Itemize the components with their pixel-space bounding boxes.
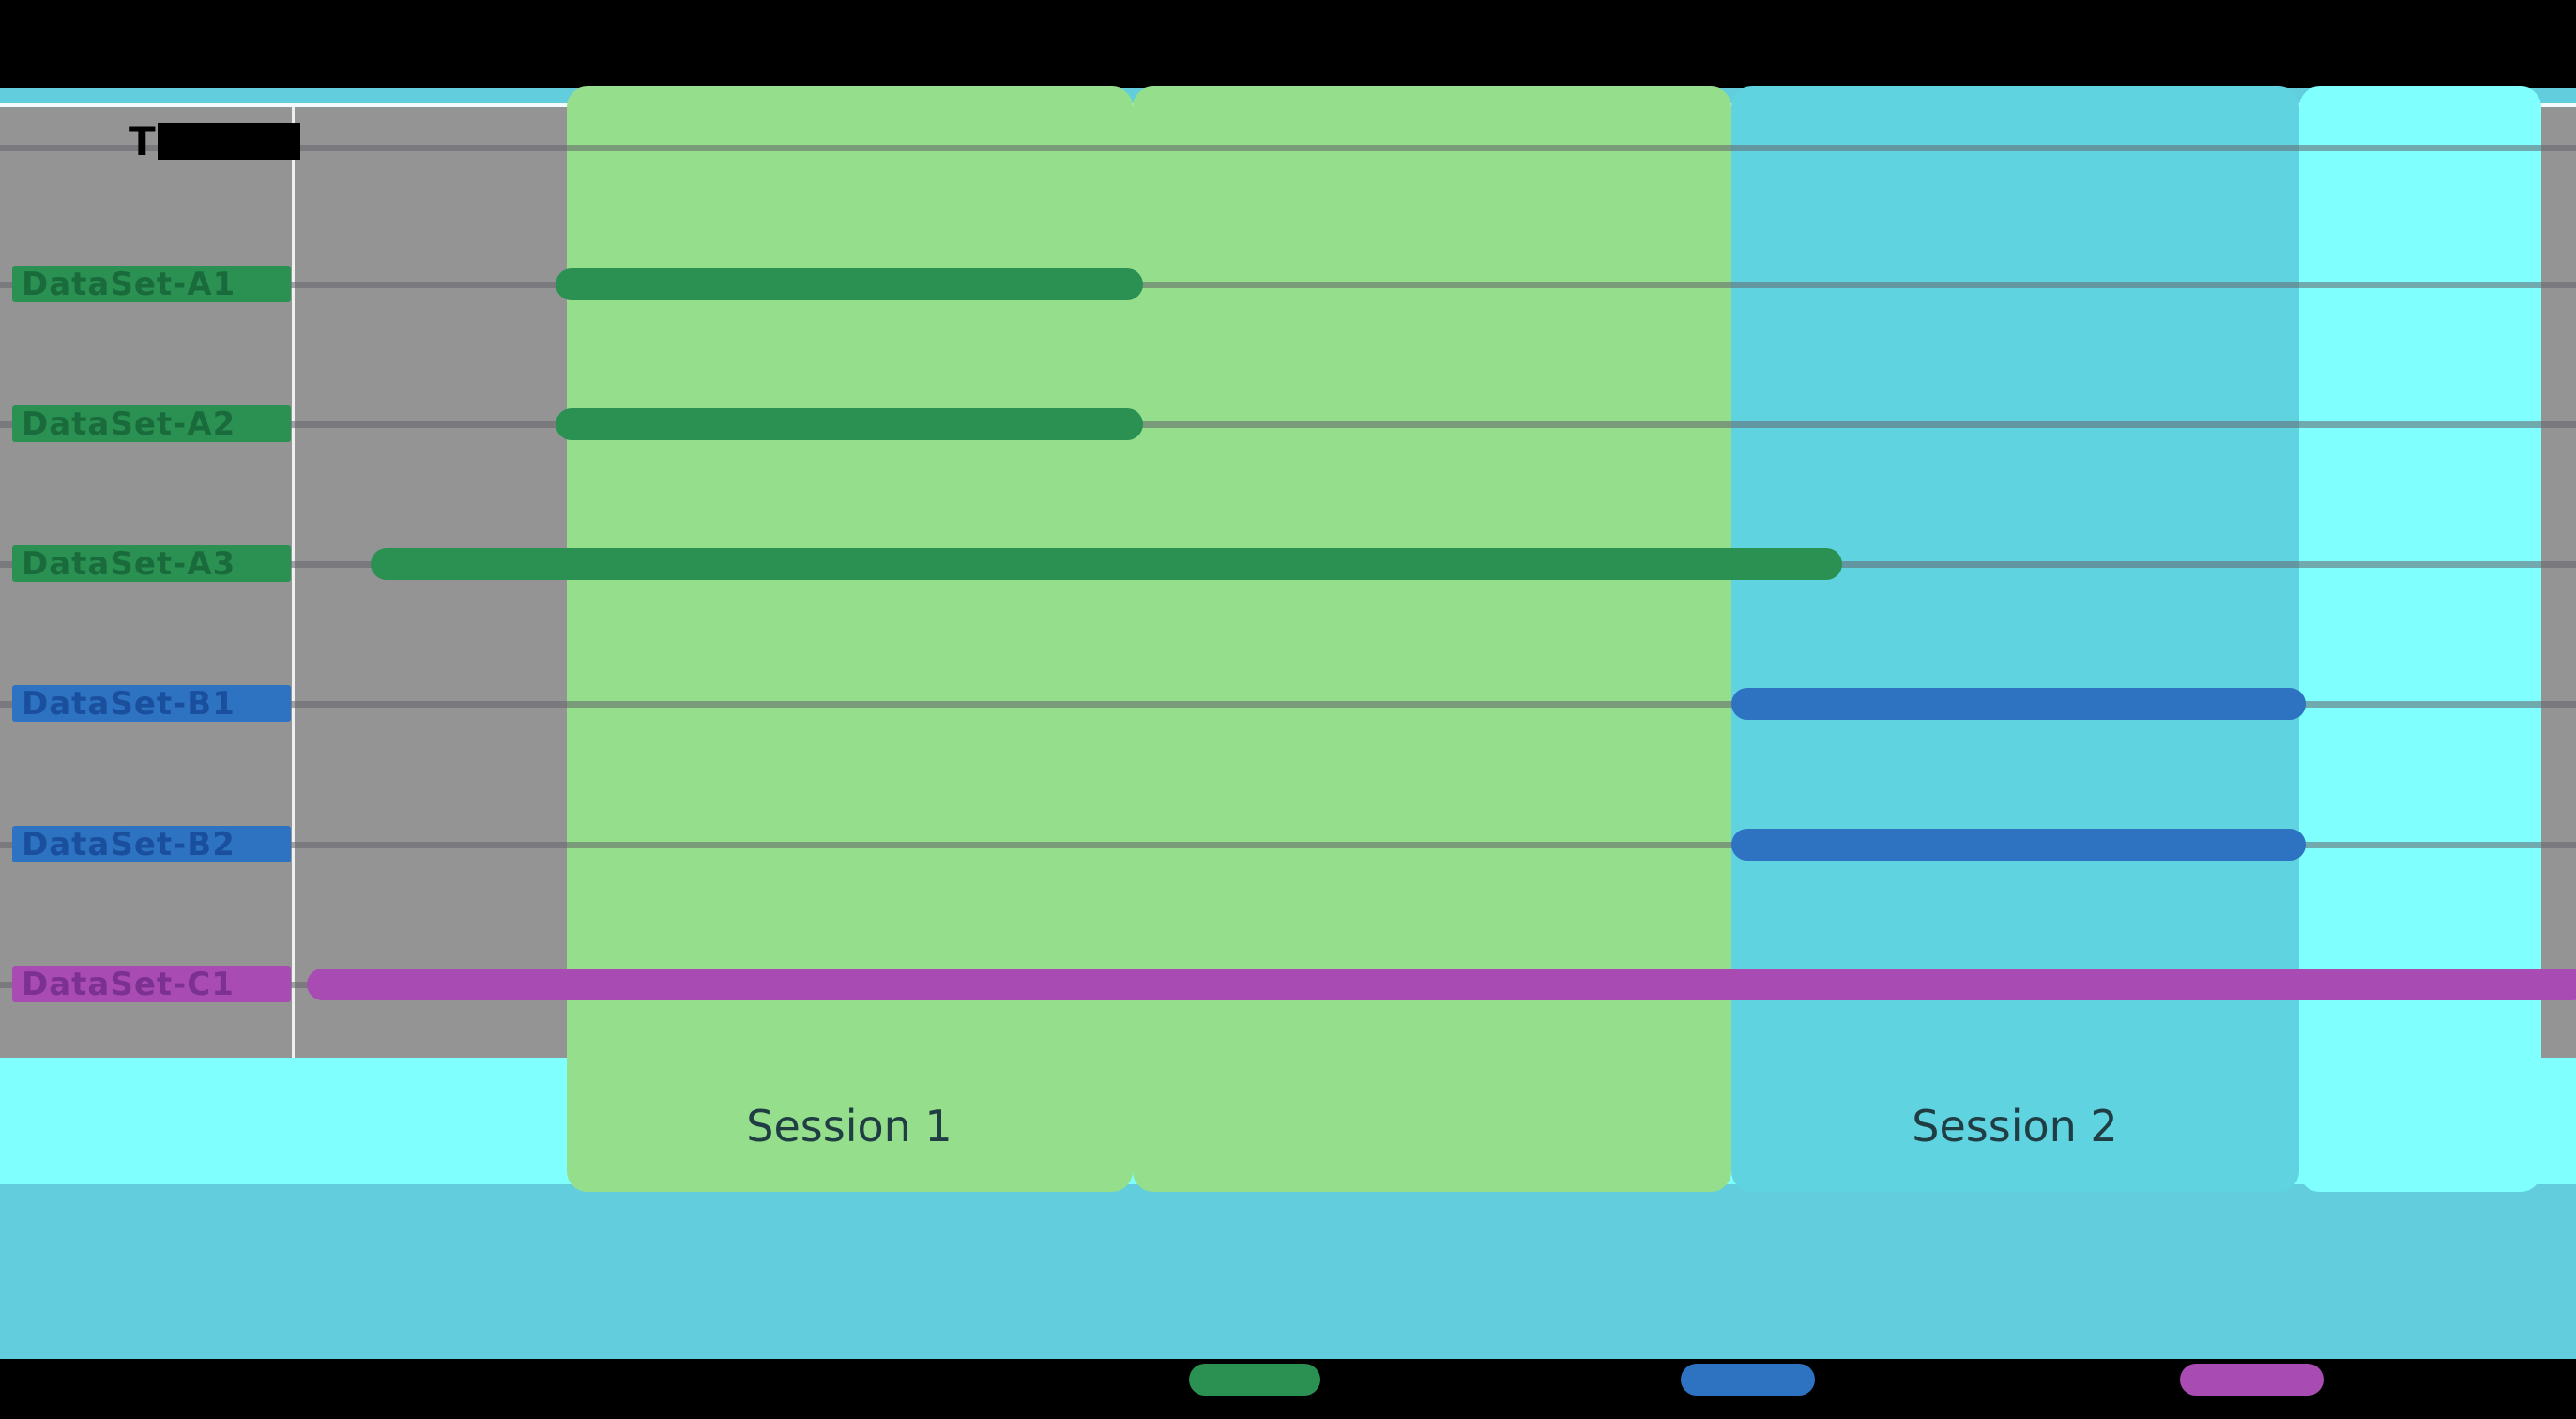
gridline	[0, 282, 2576, 288]
task-bar	[556, 408, 1143, 440]
row-label: DataSet-A3	[12, 545, 291, 582]
session-band	[1731, 86, 2299, 1192]
row-label: DataSet-B2	[12, 826, 291, 862]
row-label: DataSet-B1	[12, 685, 291, 722]
legend-swatch	[2180, 1364, 2324, 1396]
y-axis-corner-label: T	[129, 118, 300, 164]
legend-swatch	[1681, 1364, 1815, 1396]
task-bar	[371, 548, 1842, 580]
legend-swatch	[1189, 1364, 1320, 1396]
task-bar	[307, 969, 2576, 1000]
task-bar	[1731, 829, 2306, 861]
session-label: Session 2	[1912, 1101, 2118, 1152]
corner-label-text: T	[129, 118, 156, 164]
gridline	[0, 421, 2576, 428]
axis-divider-line	[292, 107, 295, 1058]
gridline	[0, 842, 2576, 848]
corner-label-black-box	[157, 123, 300, 160]
session-band	[2299, 86, 2541, 1192]
session-label: Session 1	[746, 1101, 953, 1152]
task-bar	[1731, 688, 2306, 720]
session-band	[1133, 86, 1731, 1192]
session-band	[567, 86, 1133, 1192]
row-label: DataSet-C1	[12, 966, 291, 1002]
gridline	[0, 145, 2576, 151]
gridline	[0, 701, 2576, 708]
row-label: DataSet-A1	[12, 266, 291, 302]
row-label: DataSet-A2	[12, 405, 291, 442]
task-bar	[556, 268, 1143, 300]
